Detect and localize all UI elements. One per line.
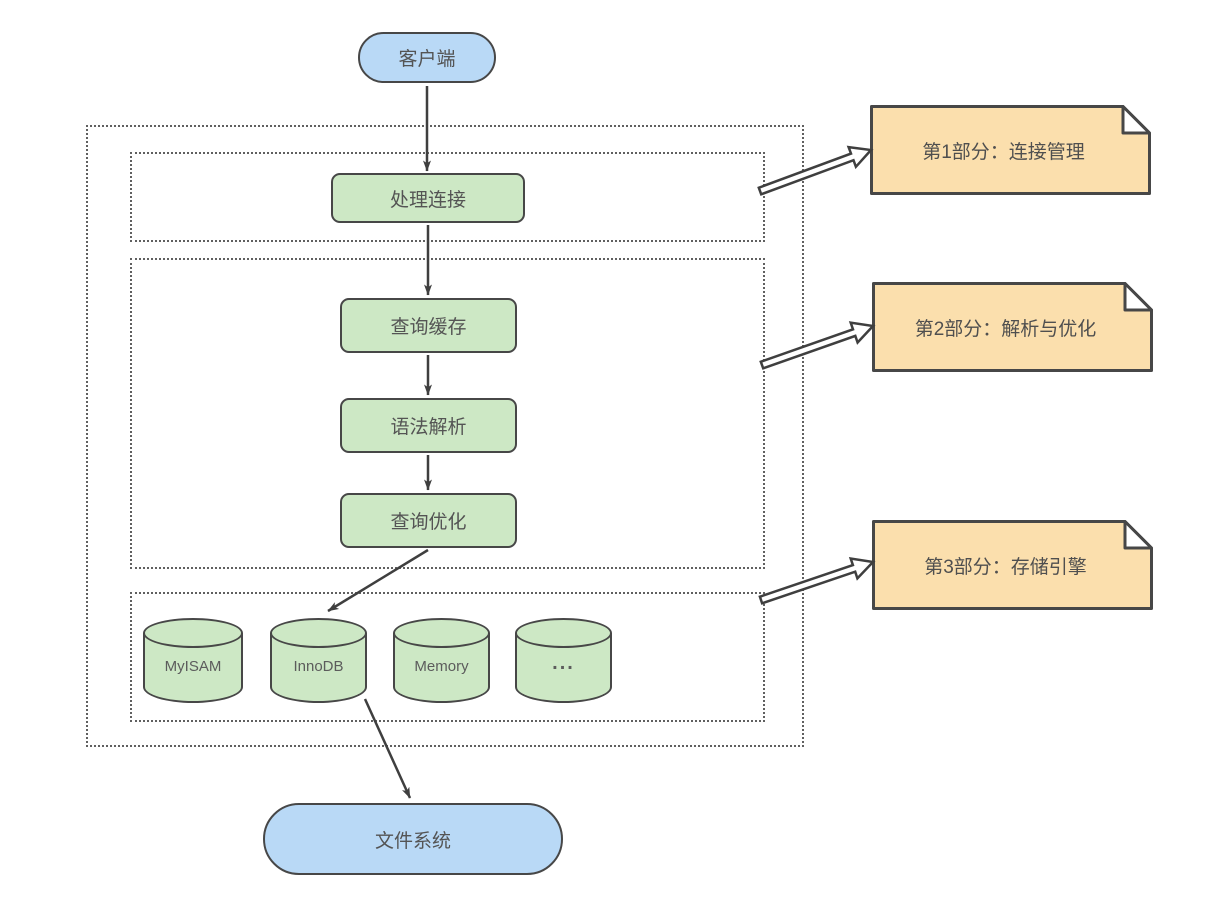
cylinder-body bbox=[270, 633, 367, 703]
node-client-label: 客户端 bbox=[398, 49, 456, 70]
node-syntax-parse: 语法解析 bbox=[340, 398, 517, 453]
node-query-cache: 查询缓存 bbox=[340, 298, 517, 353]
note-part-3-label: 第3部分：存储引擎 bbox=[924, 556, 1087, 578]
engine-label: MyISAM bbox=[164, 658, 222, 675]
cylinder-top bbox=[515, 618, 612, 648]
cylinder-top bbox=[270, 618, 367, 648]
cylinder-body bbox=[515, 633, 612, 703]
node-client: 客户端 bbox=[358, 32, 496, 83]
note-part-1-label: 第1部分：连接管理 bbox=[922, 141, 1085, 163]
node-handle-connection-label: 处理连接 bbox=[389, 189, 466, 211]
node-query-optimize-label: 查询优化 bbox=[390, 512, 467, 533]
node-handle-connection: 处理连接 bbox=[331, 173, 525, 223]
cylinder-top bbox=[393, 618, 490, 648]
cylinder-top bbox=[143, 618, 243, 648]
node-filesystem-label: 文件系统 bbox=[374, 830, 451, 852]
engine-cylinder-other: ... bbox=[515, 618, 612, 703]
group-storage-engines bbox=[130, 592, 765, 722]
group-mysql-server bbox=[86, 125, 804, 747]
engine-cylinder-innodb: InnoDB bbox=[270, 618, 367, 703]
node-filesystem: 文件系统 bbox=[263, 803, 563, 875]
engine-cylinder-memory: Memory bbox=[393, 618, 490, 703]
note-part-2: 第2部分：解析与优化 bbox=[872, 282, 1153, 372]
engine-label: ... bbox=[552, 652, 575, 674]
note-part-2-label: 第2部分：解析与优化 bbox=[914, 318, 1097, 340]
group-connection-management bbox=[130, 152, 765, 242]
note-part-1: 第1部分：连接管理 bbox=[870, 105, 1151, 195]
group-parse-optimize bbox=[130, 258, 765, 569]
note-shape bbox=[870, 105, 1151, 195]
node-query-optimize: 查询优化 bbox=[340, 493, 517, 548]
node-query-cache-label: 查询缓存 bbox=[390, 317, 467, 338]
note-part-3: 第3部分：存储引擎 bbox=[872, 520, 1153, 610]
engine-label: InnoDB bbox=[293, 658, 344, 675]
engine-label: Memory bbox=[414, 658, 469, 675]
engine-cylinder-myisam: MyISAM bbox=[143, 618, 243, 703]
node-syntax-parse-label: 语法解析 bbox=[390, 417, 467, 438]
